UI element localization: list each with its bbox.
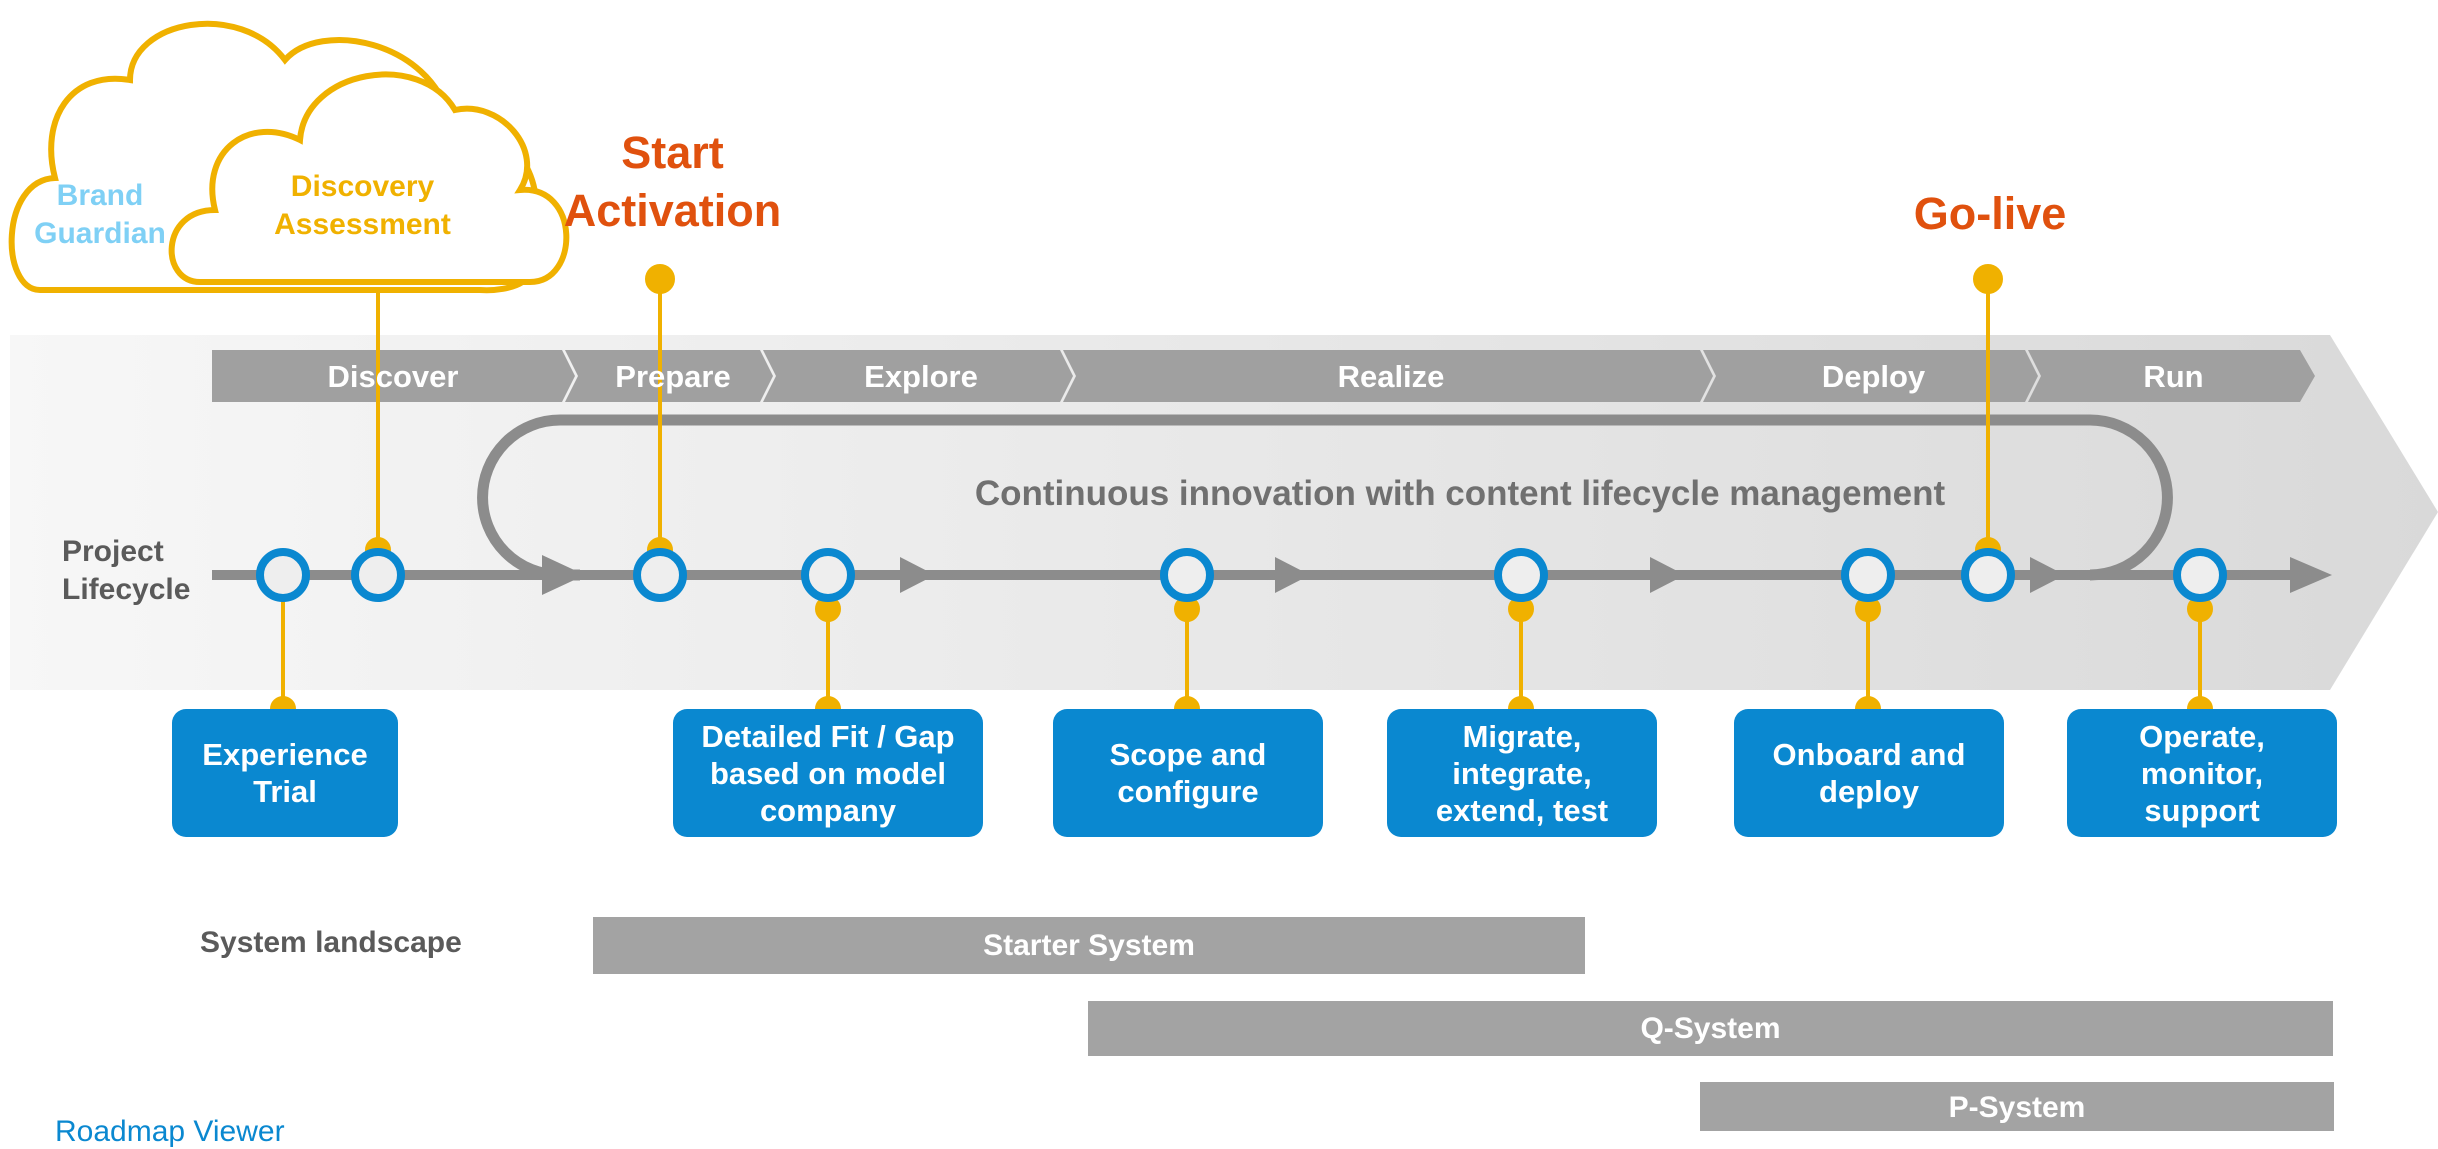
phase-chevron-deploy (1703, 350, 2038, 402)
node-golive (1961, 548, 2015, 602)
phase-realize: Realize (1337, 359, 1445, 394)
milestone-start-activation: Start Activation (563, 127, 782, 236)
project-lifecycle-label: Project Lifecycle (62, 535, 191, 606)
phase-chevron-realize (1063, 350, 1713, 402)
phase-prepare: Prepare (615, 359, 731, 394)
cloud-front (168, 71, 570, 285)
milestone-go-live: Go-live (1913, 188, 2067, 239)
node-trial (256, 548, 310, 602)
system-bar-q: Q-System (1088, 1001, 2333, 1056)
phase-chevron-prepare (565, 350, 773, 402)
discovery-assessment-label: Discovery Assessment (274, 170, 451, 241)
node-fitgap (801, 548, 855, 602)
system-bar-starter: Starter System (593, 917, 1585, 974)
brand-guardian-label: Brand Guardian (34, 179, 166, 250)
phase-deploy: Deploy (1821, 359, 1926, 394)
node-onboard (1841, 548, 1895, 602)
phase-chevron-discover (212, 350, 575, 402)
step-operate-monitor: Operate, monitor, support (2067, 709, 2337, 837)
roadmap-viewer-link[interactable]: Roadmap Viewer (55, 1115, 285, 1148)
node-discovery (351, 548, 405, 602)
node-operate (2173, 548, 2227, 602)
step-onboard-deploy: Onboard and deploy (1734, 709, 2004, 837)
innovation-loop (477, 414, 2173, 581)
node-migrate (1494, 548, 1548, 602)
step-fit-gap: Detailed Fit / Gap based on model compan… (673, 709, 983, 837)
timeline-nodes (256, 548, 2227, 602)
system-landscape-label: System landscape (200, 926, 462, 959)
system-bar-p: P-System (1700, 1082, 2334, 1131)
phase-chevron-run (2028, 350, 2315, 402)
step-migrate-integrate: Migrate, integrate, extend, test (1387, 709, 1657, 837)
innovation-loop-label: Continuous innovation with content lifec… (974, 474, 1946, 513)
node-scope (1160, 548, 1214, 602)
step-experience-trial: Experience Trial (172, 709, 398, 837)
timeline-arrowheads (542, 555, 2332, 595)
node-start-activation (633, 548, 687, 602)
phase-chevron-explore (763, 350, 1073, 402)
phase-chevrons (212, 350, 2315, 402)
phase-explore: Explore (864, 359, 978, 394)
step-scope-configure: Scope and configure (1053, 709, 1323, 837)
phase-run: Run (2143, 359, 2204, 394)
phase-discover: Discover (327, 359, 459, 394)
